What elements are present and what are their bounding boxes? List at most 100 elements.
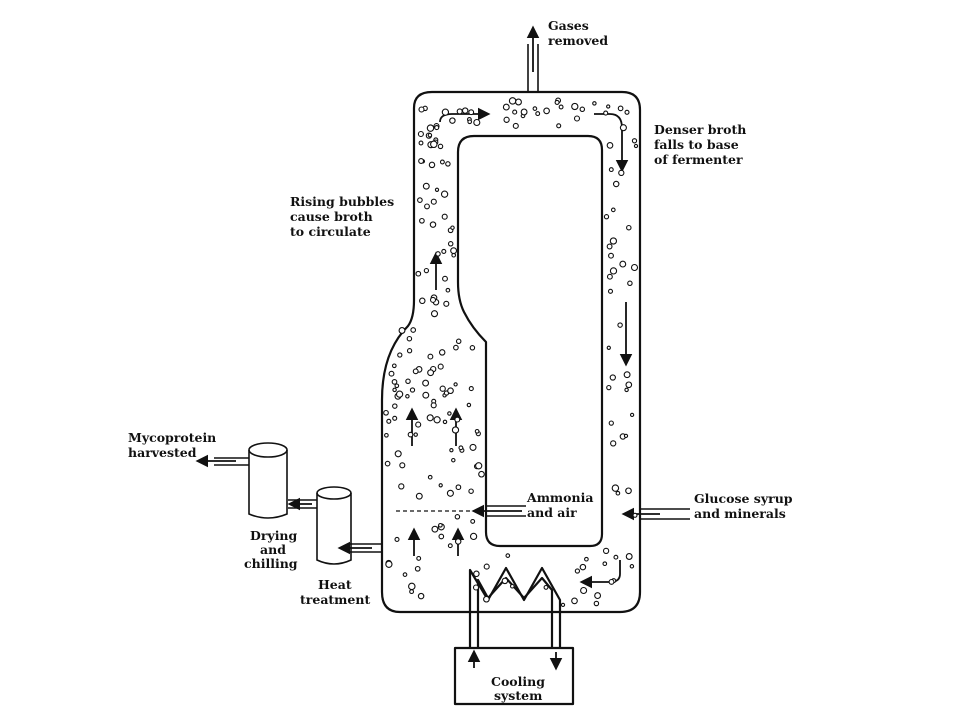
label-cooling-1: Cooling [491,674,545,689]
bubble [608,167,614,173]
bubble [608,578,615,585]
bubble [556,123,562,129]
bubble [429,221,437,228]
bubble [439,385,446,392]
bubble [402,572,408,577]
bubble [430,198,437,205]
bubble [427,132,433,138]
bubble [623,433,629,439]
bubble [483,595,490,603]
bubble [626,224,632,231]
label-glucose-1: Glucose syrup [694,491,793,506]
bubble [455,338,462,345]
bubble [594,592,602,600]
gas-outlet-pipe [526,25,540,92]
bubble [505,553,511,558]
bubble [608,420,614,426]
bubble [449,448,454,453]
bubble [413,432,418,437]
bubble [584,556,589,562]
bubble [418,158,425,164]
bubble [398,327,406,334]
label-rising-3: to circulate [290,224,371,239]
bubble [386,418,392,424]
bubble [384,460,391,467]
bubble [405,394,410,399]
bubble [478,470,485,478]
harvest-outlet [337,541,382,555]
ammonia-air-inlet [396,504,526,518]
bubble [410,327,417,333]
bubble [399,462,406,469]
bubble [603,214,610,220]
bubble [430,140,438,149]
bubble [501,577,509,585]
bubble [629,564,635,569]
bubble [455,484,462,491]
bubble [606,384,612,391]
bubble [543,107,550,115]
bubble [388,370,395,377]
bubble [434,125,440,131]
bubble [509,583,515,589]
bubble [443,300,450,307]
bubble [624,109,630,115]
bubble [623,371,631,379]
bubble [602,561,608,567]
bubble [438,483,443,488]
bubble [625,487,632,495]
bubble [440,190,449,198]
bubble [470,518,476,524]
bubble [427,369,435,377]
bubble [571,597,578,605]
bubble [445,161,451,167]
label-heat-1: Heat [318,577,352,592]
bubble [423,267,430,274]
bubble [474,428,480,434]
bubble [618,169,625,177]
bubble [629,412,635,418]
bubble [456,108,463,115]
bubble [580,586,588,595]
bubble [558,104,564,110]
label-rising-1: Rising bubbles [290,194,394,209]
bubble [391,379,398,385]
bubble [630,263,639,272]
bubble [609,267,618,275]
glucose-inlet [621,507,690,521]
bubble [392,415,398,421]
bubble [632,512,638,518]
bubble [467,119,473,125]
fermenter-outer-wall [380,90,642,614]
bubble [593,600,600,607]
bubble [610,207,616,213]
label-cooling-2: system [494,688,542,703]
label-drying-1: Drying [250,528,298,543]
bubble [447,543,453,549]
bubble [422,379,430,387]
bubble [475,462,483,470]
bubble [416,555,422,561]
bubble [611,484,620,492]
label-gases: Gases [548,18,589,33]
bubble [405,378,411,385]
bubble [560,602,566,608]
bubble [419,217,425,224]
bubble [450,247,458,255]
bubble [392,387,397,393]
bubble [394,536,400,542]
bubble [627,280,633,287]
bubble [503,116,510,123]
bubble [417,592,425,600]
bubble [438,533,445,540]
bubble [409,387,416,393]
bubble [461,107,469,114]
bubble [422,391,430,399]
bubbles [383,97,639,608]
label-drying-3: chilling [244,556,298,571]
bubble [631,138,638,144]
label-ammonia-2: and air [527,505,577,520]
label-denser-3: of fermenter [654,152,743,167]
bubble [446,489,454,497]
bubble [606,345,611,350]
